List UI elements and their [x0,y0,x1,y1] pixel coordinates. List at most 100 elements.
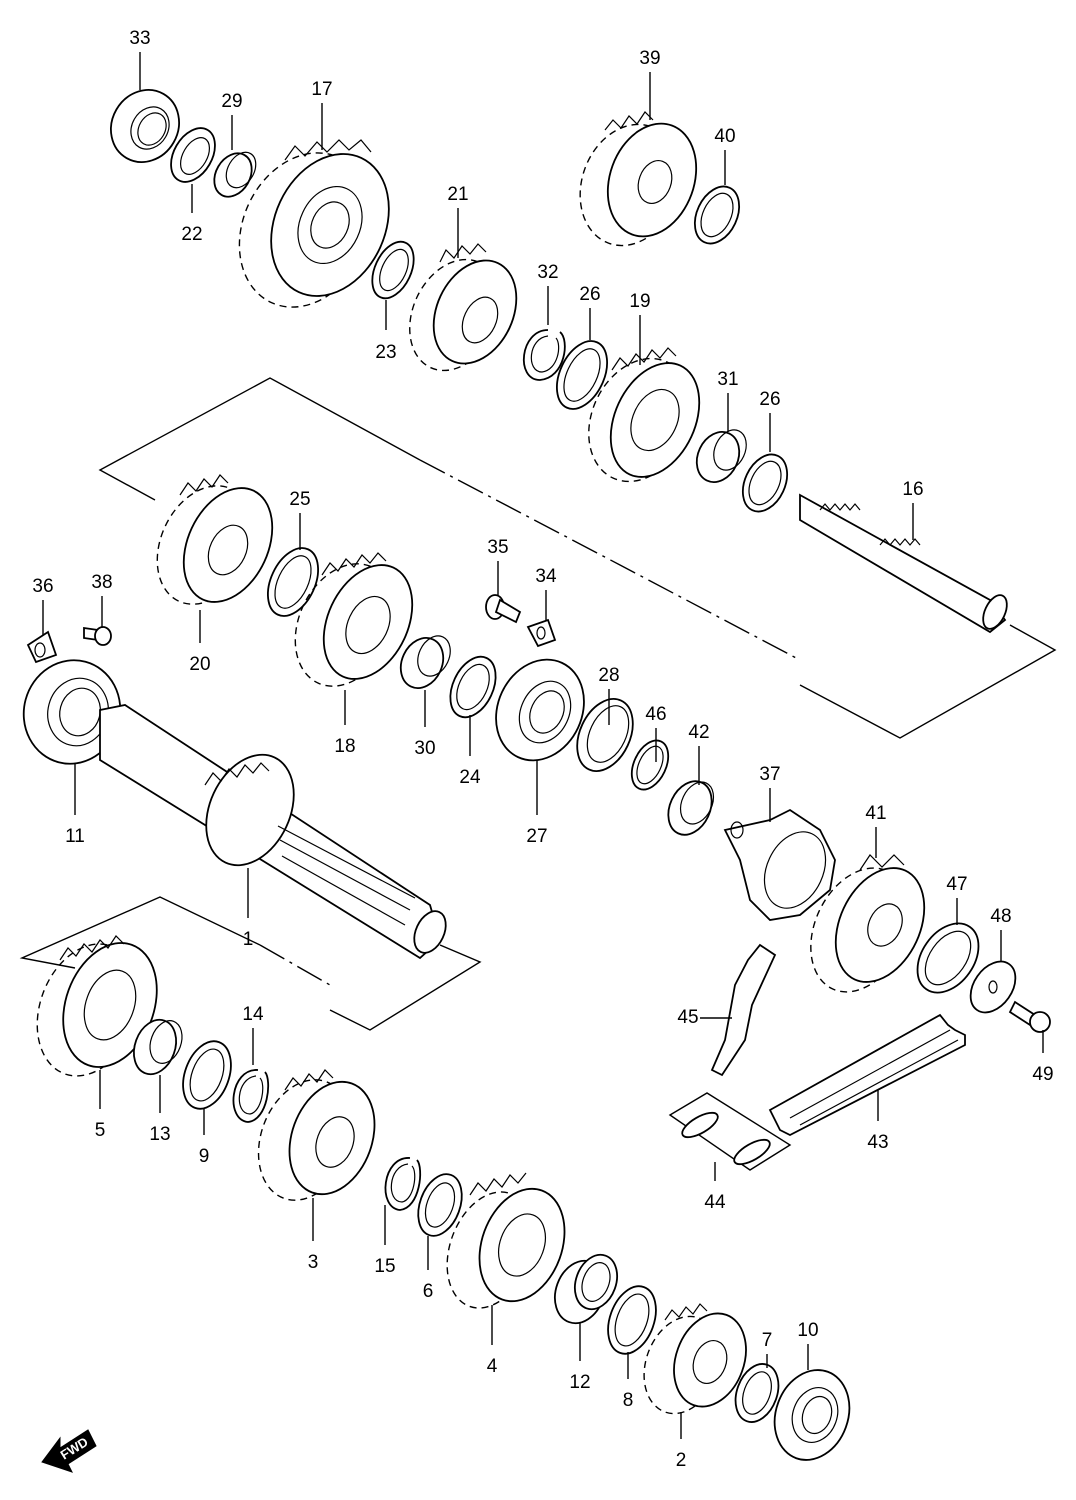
part-27-bearing [495,658,585,762]
part-13-bushing [133,1018,183,1076]
part-label-17: 17 [311,79,332,100]
part-label-24: 24 [459,767,481,788]
part-42-spacer [667,780,715,836]
part-label-30: 30 [414,738,435,759]
part-label-45: 45 [677,1007,698,1028]
part-label-40: 40 [714,126,735,147]
part-22-washer [170,127,216,183]
part-label-26: 26 [579,284,600,305]
part-37-cover [723,808,836,921]
part-label-43: 43 [867,1132,888,1153]
part-label-9: 9 [199,1146,210,1167]
part-34-plate [526,618,557,648]
part-label-12: 12 [569,1372,590,1393]
part-label-8: 8 [623,1390,634,1411]
part-26-washer-lower [741,453,789,513]
part-1-main-shaft [99,704,447,960]
part-label-34: 34 [535,566,557,587]
part-label-11: 11 [65,826,85,847]
part-6-spline-washer [417,1173,463,1237]
lower-shaft-group-outline [19,896,482,1031]
part-label-38: 38 [91,572,112,593]
part-2-gear [643,1303,747,1415]
part-label-49: 49 [1032,1064,1053,1085]
part-label-48: 48 [990,906,1011,927]
part-label-29: 29 [221,91,242,112]
part-45-guide-plate [710,943,777,1077]
part-26-washer-upper [556,340,608,410]
part-label-7: 7 [762,1330,773,1351]
part-label-14: 14 [242,1004,264,1025]
leader-lines [42,52,1044,1439]
part-label-28: 28 [598,665,619,686]
part-14-circlip [232,1069,270,1123]
part-28-seal [576,698,634,772]
part-25-washer [267,547,319,617]
part-32-circlip [522,329,566,381]
part-label-47: 47 [946,874,967,895]
part-30-bushing [399,635,451,689]
part-label-1: 1 [243,929,254,950]
part-label-18: 18 [334,736,355,757]
part-label-31: 31 [717,369,738,390]
part-label-3: 3 [308,1252,319,1273]
part-label-27: 27 [526,826,547,847]
part-label-42: 42 [688,722,709,743]
part-41-sprocket [810,854,926,993]
part-label-20: 20 [189,654,210,675]
part-46-o-ring [630,739,670,791]
part-label-25: 25 [289,489,310,510]
part-48-washer [969,960,1017,1014]
part-3-gear [257,1069,376,1201]
part-label-37: 37 [759,764,780,785]
part-40-washer [693,185,741,245]
part-10-bearing [773,1369,851,1461]
part-19-gear [588,347,701,483]
part-47-washer [916,922,980,994]
part-label-2: 2 [676,1450,687,1471]
part-33-bearing [110,89,180,163]
part-23-washer [371,240,415,300]
part-label-10: 10 [797,1320,818,1341]
fwd-arrow-icon: FWD [41,1429,97,1473]
part-16-countershaft [799,493,1008,634]
part-label-23: 23 [375,342,396,363]
part-4-gear [446,1172,566,1309]
part-label-5: 5 [95,1120,106,1141]
part-label-26: 26 [759,389,780,410]
part-9-washer [182,1040,232,1110]
part-31-bushing [695,429,747,483]
part-8-washer [607,1285,657,1355]
part-label-46: 46 [645,704,666,725]
part-label-36: 36 [32,576,53,597]
part-29-bushing [213,151,257,198]
part-38-bolt [83,626,112,646]
part-label-6: 6 [423,1281,434,1302]
part-label-4: 4 [487,1356,498,1377]
part-21-gear [409,243,518,372]
part-label-33: 33 [129,28,150,49]
part-label-15: 15 [374,1256,395,1277]
part-35-screw [485,594,522,624]
part-label-19: 19 [629,291,650,312]
part-15-circlip [384,1157,422,1211]
part-5-gear [36,935,158,1077]
part-label-39: 39 [639,48,660,69]
part-36-clip [26,630,58,664]
part-label-13: 13 [149,1124,170,1145]
part-label-44: 44 [704,1192,726,1213]
part-label-35: 35 [487,537,508,558]
part-20-gear [156,474,274,605]
part-24-washer [449,655,497,719]
part-label-32: 32 [537,262,558,283]
upper-shaft-group-outline [98,377,1057,739]
part-17-gear [238,139,390,308]
part-label-41: 41 [865,803,886,824]
part-49-bolt [1008,1000,1051,1033]
part-label-21: 21 [447,184,468,205]
part-label-22: 22 [181,224,202,245]
part-43-chain [768,1013,966,1137]
part-label-16: 16 [902,479,923,500]
